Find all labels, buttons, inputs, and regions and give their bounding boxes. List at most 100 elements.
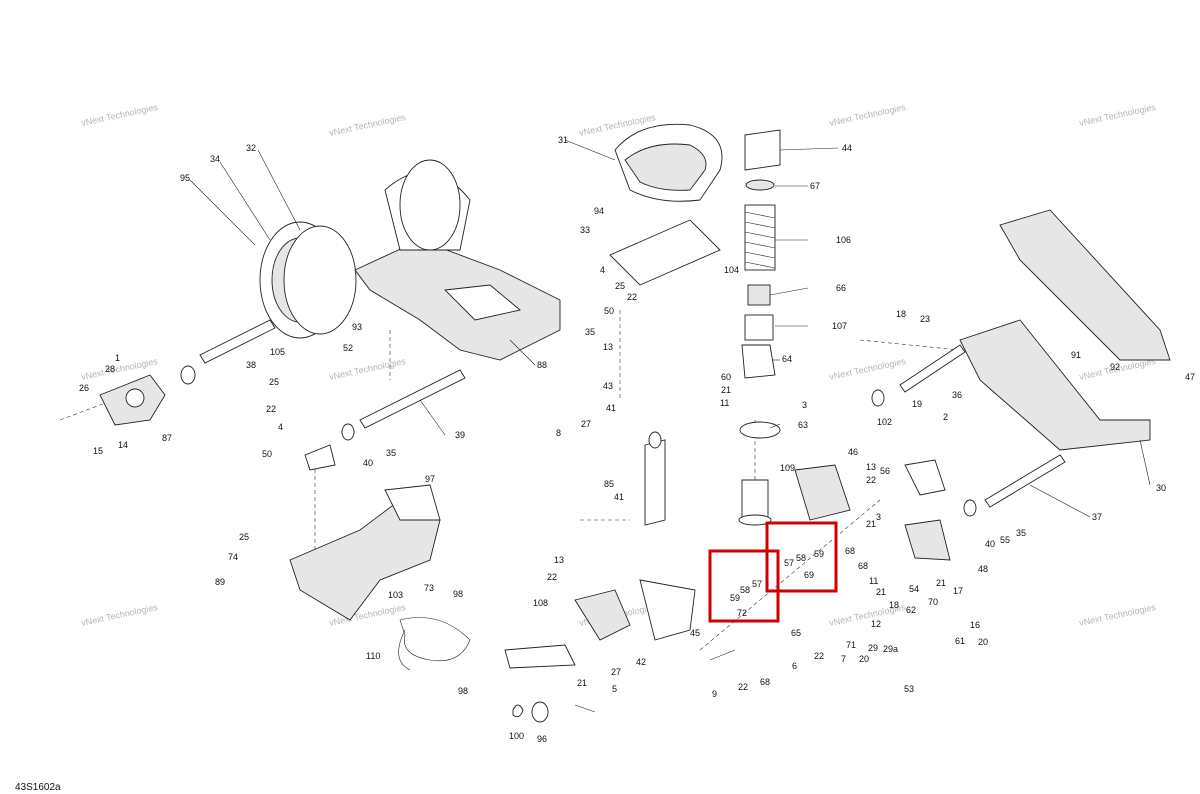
callout: 89 xyxy=(215,577,225,587)
callout: 11 xyxy=(869,576,878,586)
callout: 40 xyxy=(363,458,373,468)
callout: 21 xyxy=(936,578,946,588)
callout: 32 xyxy=(246,143,256,153)
callout: 33 xyxy=(580,225,590,235)
callout: 2 xyxy=(943,412,948,422)
callout: 106 xyxy=(836,235,851,245)
callout: 17 xyxy=(953,586,963,596)
callout: 109 xyxy=(780,463,795,473)
bracket-56 xyxy=(904,459,946,496)
callout: 26 xyxy=(79,383,89,393)
callout: 13 xyxy=(866,462,876,472)
callout: 1 xyxy=(115,353,120,363)
right-frame-rail xyxy=(999,209,1171,361)
callout: 18 xyxy=(889,600,899,610)
callout: 40 xyxy=(985,539,995,549)
watermark: vNext Technologies xyxy=(1078,602,1157,628)
callout: 35 xyxy=(1016,528,1026,538)
callout: 52 xyxy=(343,343,353,353)
callout: 42 xyxy=(636,657,646,667)
callout: 22 xyxy=(266,404,276,414)
callout: 65 xyxy=(791,628,801,638)
callout: 68 xyxy=(845,546,855,556)
bracket-48 xyxy=(904,519,951,561)
callout: 74 xyxy=(228,552,238,562)
callout: 19 xyxy=(912,399,922,409)
callout: 95 xyxy=(180,173,190,183)
callout: 14 xyxy=(118,440,128,450)
callout: 110 xyxy=(366,651,380,661)
callout: 55 xyxy=(1000,535,1010,545)
cable-harness xyxy=(398,617,471,671)
callout: 20 xyxy=(978,637,988,647)
callout: 21 xyxy=(876,587,886,597)
watermark: vNext Technologies xyxy=(1078,102,1157,128)
callout: 35 xyxy=(585,327,595,337)
airbox xyxy=(609,123,723,286)
callout: 71 xyxy=(846,640,856,650)
callout: 41 xyxy=(614,492,624,502)
callout: 25 xyxy=(239,532,249,542)
housing-42 xyxy=(574,589,631,641)
callout-labels: 31 44 32 34 95 67 94 33 106 104 4 25 22 … xyxy=(79,135,1195,744)
callout-leaders xyxy=(189,139,1151,518)
cylinder-109 xyxy=(738,479,772,526)
callout: 18 xyxy=(896,309,906,319)
callout: 22 xyxy=(547,572,557,582)
callout: 57 xyxy=(784,558,794,568)
front-suspension-arm xyxy=(354,159,561,361)
callout: 56 xyxy=(880,466,890,476)
callout: 37 xyxy=(1092,512,1102,522)
callout: 11 xyxy=(720,398,729,408)
watermark: vNext Technologies xyxy=(80,102,159,128)
callout: 13 xyxy=(603,342,613,352)
watermark: vNext Technologies xyxy=(328,356,407,382)
callout: 22 xyxy=(814,651,824,661)
callout: 61 xyxy=(955,636,965,646)
callout: 28 xyxy=(105,364,115,374)
callout: 23 xyxy=(920,314,930,324)
callout: 4 xyxy=(278,422,283,432)
callout: 66 xyxy=(836,283,846,293)
callout: 103 xyxy=(388,590,403,600)
highlight-box-left xyxy=(708,549,780,623)
actuator-108 xyxy=(504,644,576,669)
callout: 64 xyxy=(782,354,792,364)
drawing-code: 43S1602a xyxy=(15,782,61,793)
callout: 31 xyxy=(558,135,568,145)
callout: 44 xyxy=(842,143,852,153)
watermark: vNext Technologies xyxy=(328,112,407,138)
watermark: vNext Technologies xyxy=(80,602,159,628)
callout: 108 xyxy=(533,598,548,608)
callout: 39 xyxy=(455,430,465,440)
callout: 27 xyxy=(611,667,621,677)
callout: 34 xyxy=(210,154,220,164)
callout: 13 xyxy=(554,555,564,565)
callout: 58 xyxy=(796,553,806,563)
callout: 3 xyxy=(802,400,807,410)
callout: 92 xyxy=(1110,362,1120,372)
watermark: vNext Technologies xyxy=(828,102,907,128)
shock-spring-stack xyxy=(739,129,781,439)
callout: 4 xyxy=(600,265,605,275)
callout: 29 xyxy=(868,643,878,653)
callout: 35 xyxy=(386,448,396,458)
axle-shafts xyxy=(180,319,1066,517)
watermark: vNext Technologies xyxy=(828,356,907,382)
callout: 53 xyxy=(904,684,914,694)
callout: 104 xyxy=(724,265,739,275)
ski-leg-assembly xyxy=(289,484,441,621)
callout: 21 xyxy=(721,385,731,395)
callout: 102 xyxy=(877,417,892,427)
callout: 54 xyxy=(909,584,919,594)
callout: 47 xyxy=(1185,372,1195,382)
right-suspension-arm xyxy=(959,319,1151,451)
callout: 20 xyxy=(859,654,869,664)
bracket-50 xyxy=(304,444,336,471)
callout: 50 xyxy=(604,306,614,316)
drive-pulley xyxy=(259,221,357,339)
callout: 16 xyxy=(970,620,980,630)
callout: 12 xyxy=(871,619,881,629)
callout: 27 xyxy=(581,419,591,429)
callout: 38 xyxy=(246,360,256,370)
